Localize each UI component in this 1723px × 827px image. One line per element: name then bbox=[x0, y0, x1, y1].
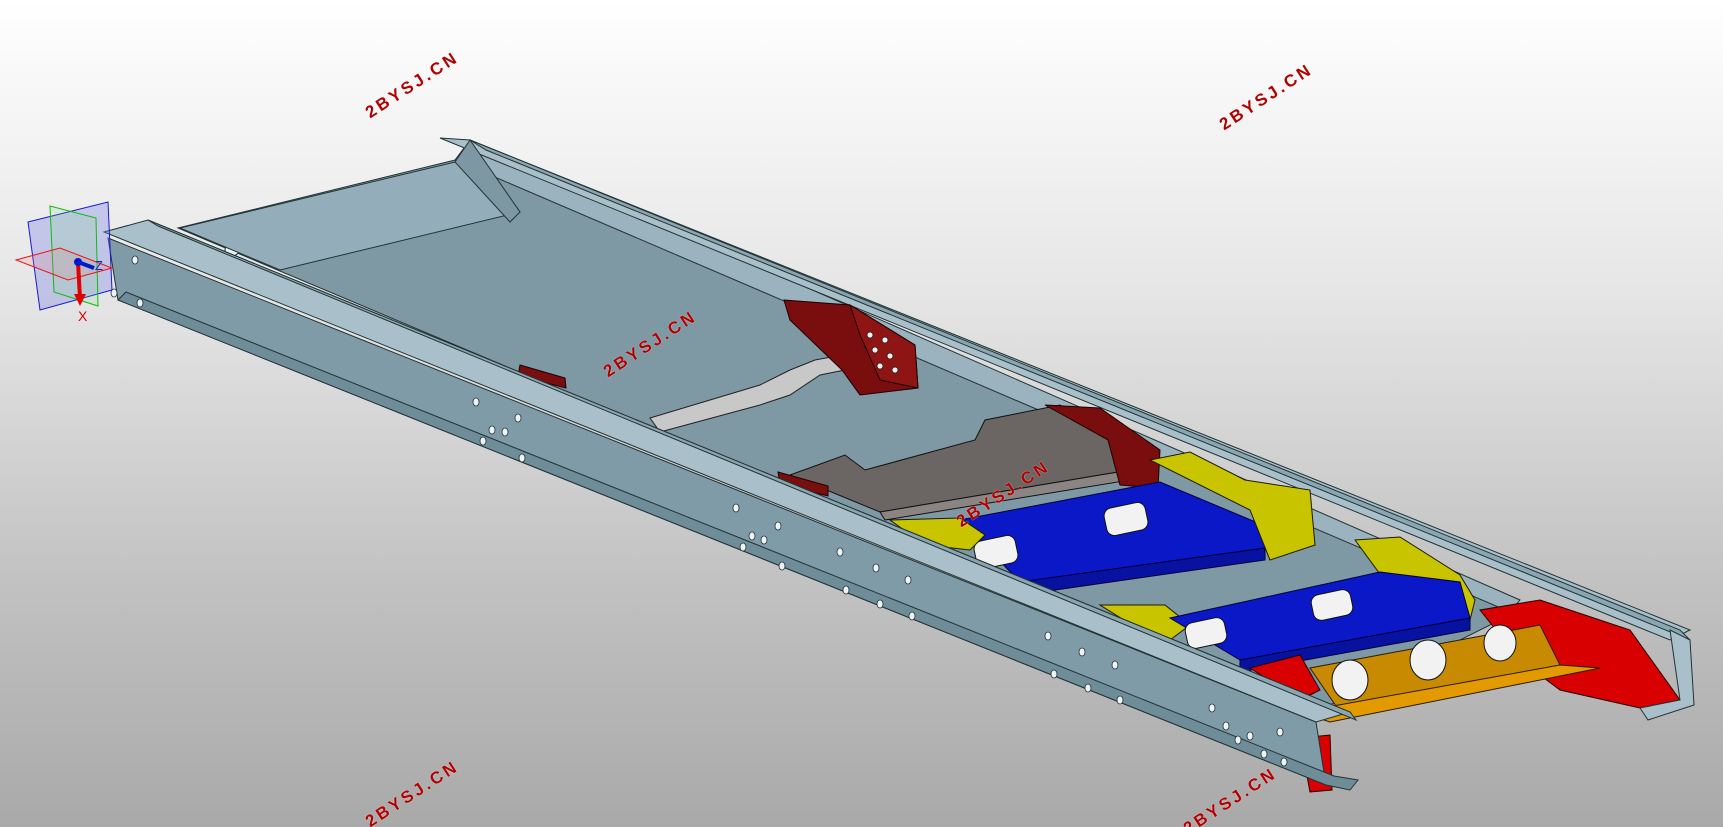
rear-rail-end-cap bbox=[1639, 629, 1695, 721]
front-cross-member[interactable] bbox=[178, 139, 522, 271]
rear-rail-bracket-1-holes bbox=[866, 331, 899, 374]
triad-plane-green bbox=[49, 205, 99, 307]
triad-plane-red bbox=[14, 247, 114, 281]
front-side-rail[interactable] bbox=[102, 219, 1359, 791]
rear-rail-bracket-1[interactable] bbox=[783, 299, 919, 396]
triad-axis-x-arrow bbox=[74, 294, 86, 306]
orange-cross-member-holes bbox=[1331, 624, 1517, 701]
coordinate-triad[interactable] bbox=[14, 201, 114, 311]
triad-plane-xy bbox=[27, 201, 113, 311]
axis-z-label: Z bbox=[95, 258, 103, 273]
blue-cross-member-1-holes bbox=[973, 501, 1149, 570]
triad-axis-x bbox=[76, 261, 82, 299]
yellow-gusset-2[interactable] bbox=[1148, 451, 1316, 561]
triad-origin bbox=[74, 258, 82, 266]
front-rail-holes bbox=[110, 255, 1288, 767]
axis-x-label: X bbox=[78, 308, 88, 324]
blue-cross-member-2-holes bbox=[1184, 589, 1354, 649]
rear-side-rail[interactable] bbox=[176, 137, 1692, 711]
